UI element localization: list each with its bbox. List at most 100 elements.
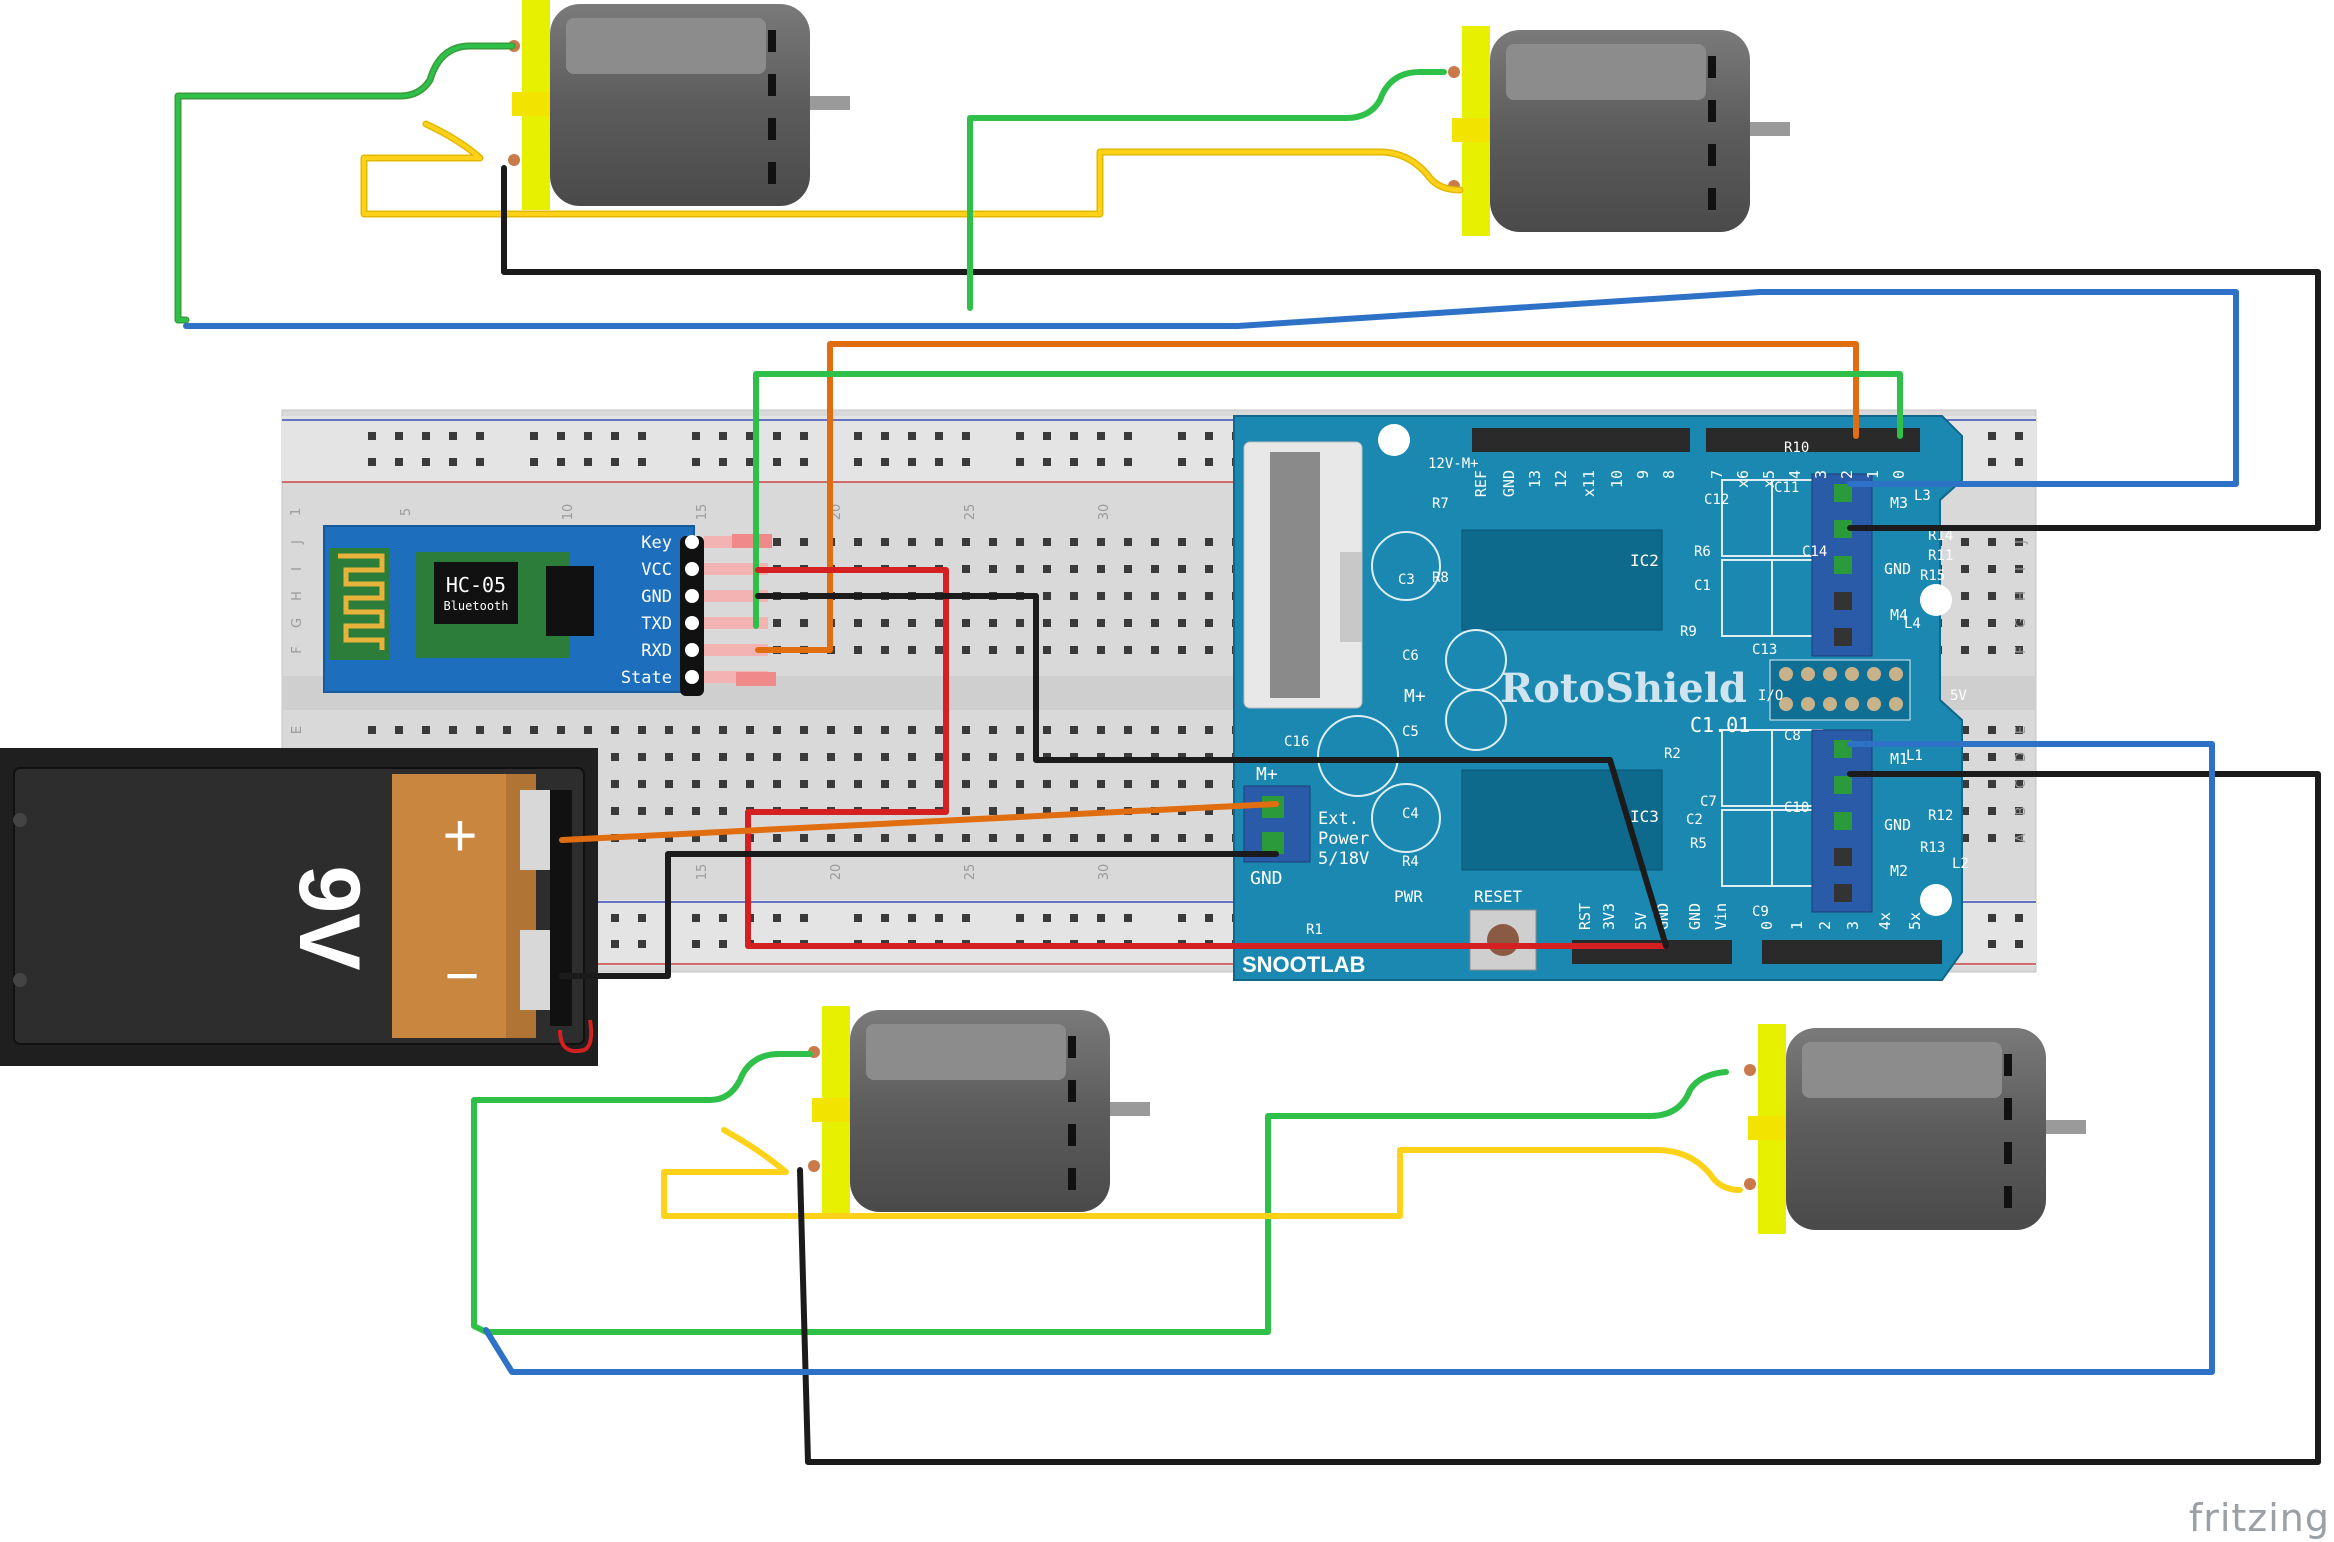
breadboard-hole	[908, 646, 916, 654]
breadboard-hole	[854, 619, 862, 627]
breadboard-hole	[881, 538, 889, 546]
component-label: C11	[1774, 480, 1799, 496]
top-header-label: 4	[1786, 470, 1804, 479]
breadboard-hole	[1043, 592, 1051, 600]
breadboard-hole	[962, 565, 970, 573]
dc-motor	[808, 1006, 1150, 1216]
breadboard-hole	[854, 646, 862, 654]
breadboard-hole	[692, 780, 700, 788]
breadboard-hole	[773, 619, 781, 627]
breadboard-hole	[1151, 646, 1159, 654]
shield-version: C1.01	[1690, 713, 1750, 737]
breadboard-hole	[800, 432, 808, 440]
breadboard-hole	[962, 780, 970, 788]
breadboard-hole	[1205, 646, 1213, 654]
dc-motor	[1448, 26, 1790, 236]
breadboard-hole	[1124, 458, 1132, 466]
breadboard-hole	[1988, 807, 1996, 815]
wire-black-battery	[559, 851, 1279, 979]
breadboard-hole	[1124, 592, 1132, 600]
ext-power-label-3: 5/18V	[1318, 849, 1369, 869]
component-label: I/O	[1758, 688, 1783, 704]
pin-gnd-label: GND	[641, 587, 672, 607]
terminal-label: M3	[1890, 494, 1908, 512]
breadboard-hole	[1205, 538, 1213, 546]
breadboard-hole	[1151, 834, 1159, 842]
breadboard-hole	[1124, 834, 1132, 842]
component-label: C5	[1402, 724, 1419, 740]
breadboard-hole	[422, 432, 430, 440]
breadboard-hole	[1016, 753, 1024, 761]
breadboard-row-letter: C	[2014, 779, 2029, 788]
breadboard-hole	[854, 538, 862, 546]
breadboard-hole	[719, 807, 727, 815]
breadboard-hole	[395, 432, 403, 440]
breadboard-hole	[962, 619, 970, 627]
m-plus-label: M+	[1256, 764, 1278, 785]
component-label: R1	[1306, 922, 1323, 938]
terminal-block-upper	[1811, 473, 1873, 657]
breadboard-hole	[935, 834, 943, 842]
breadboard-hole	[935, 780, 943, 788]
component-label: R2	[1664, 746, 1681, 762]
bottom-header-label: 3V3	[1600, 903, 1618, 930]
breadboard-hole	[908, 834, 916, 842]
breadboard-hole	[908, 753, 916, 761]
bottom-header-label: Vin	[1712, 903, 1730, 930]
breadboard-hole	[854, 914, 862, 922]
breadboard-hole	[881, 780, 889, 788]
breadboard-hole	[1205, 780, 1213, 788]
breadboard-hole	[692, 753, 700, 761]
breadboard-row-letter: A	[2014, 833, 2029, 842]
breadboard-hole	[1988, 432, 1996, 440]
breadboard-hole	[800, 914, 808, 922]
breadboard-column-number: 5	[399, 508, 414, 516]
component-label: R13	[1920, 840, 1945, 856]
wire-green-motor1	[174, 42, 516, 324]
breadboard-hole	[476, 726, 484, 734]
breadboard-hole	[989, 538, 997, 546]
bottom-header-label: 4x	[1876, 912, 1894, 930]
component-label: C9	[1752, 904, 1769, 920]
breadboard-hole	[368, 458, 376, 466]
breadboard-hole	[1205, 807, 1213, 815]
breadboard-hole	[422, 458, 430, 466]
breadboard-hole	[1070, 458, 1078, 466]
breadboard-hole	[827, 753, 835, 761]
breadboard-hole	[719, 834, 727, 842]
ext-power-terminal	[1243, 785, 1311, 863]
wire-blue-m1	[483, 741, 2215, 1375]
antenna-icon	[330, 548, 390, 660]
breadboard-hole	[719, 940, 727, 948]
breadboard-hole	[1124, 780, 1132, 788]
pwr-label: PWR	[1394, 887, 1423, 906]
breadboard-hole	[1070, 538, 1078, 546]
breadboard-hole	[1178, 565, 1186, 573]
breadboard-hole	[692, 807, 700, 815]
breadboard-hole	[1205, 914, 1213, 922]
breadboard-hole	[665, 753, 673, 761]
breadboard-hole	[1070, 432, 1078, 440]
breadboard-hole	[1988, 565, 1996, 573]
breadboard-hole	[1178, 592, 1186, 600]
breadboard-hole	[1205, 834, 1213, 842]
battery-minus-label: −	[444, 942, 479, 1009]
breadboard-hole	[638, 458, 646, 466]
breadboard-hole	[2015, 780, 2023, 788]
breadboard-hole	[2015, 458, 2023, 466]
breadboard-hole	[1097, 726, 1105, 734]
breadboard-hole	[530, 432, 538, 440]
reset-button[interactable]	[1469, 909, 1537, 971]
breadboard-hole	[1016, 432, 1024, 440]
terminal-label: GND	[1884, 816, 1911, 834]
breadboard-hole	[1016, 538, 1024, 546]
breadboard-hole	[1043, 432, 1051, 440]
component-label: C6	[1402, 648, 1419, 664]
bottom-header-label: RST	[1576, 903, 1594, 930]
breadboard-hole	[1016, 834, 1024, 842]
breadboard-hole	[1097, 834, 1105, 842]
reset-label: RESET	[1474, 887, 1523, 906]
breadboard-hole	[773, 914, 781, 922]
motors	[508, 0, 2086, 1234]
breadboard-hole	[2015, 940, 2023, 948]
